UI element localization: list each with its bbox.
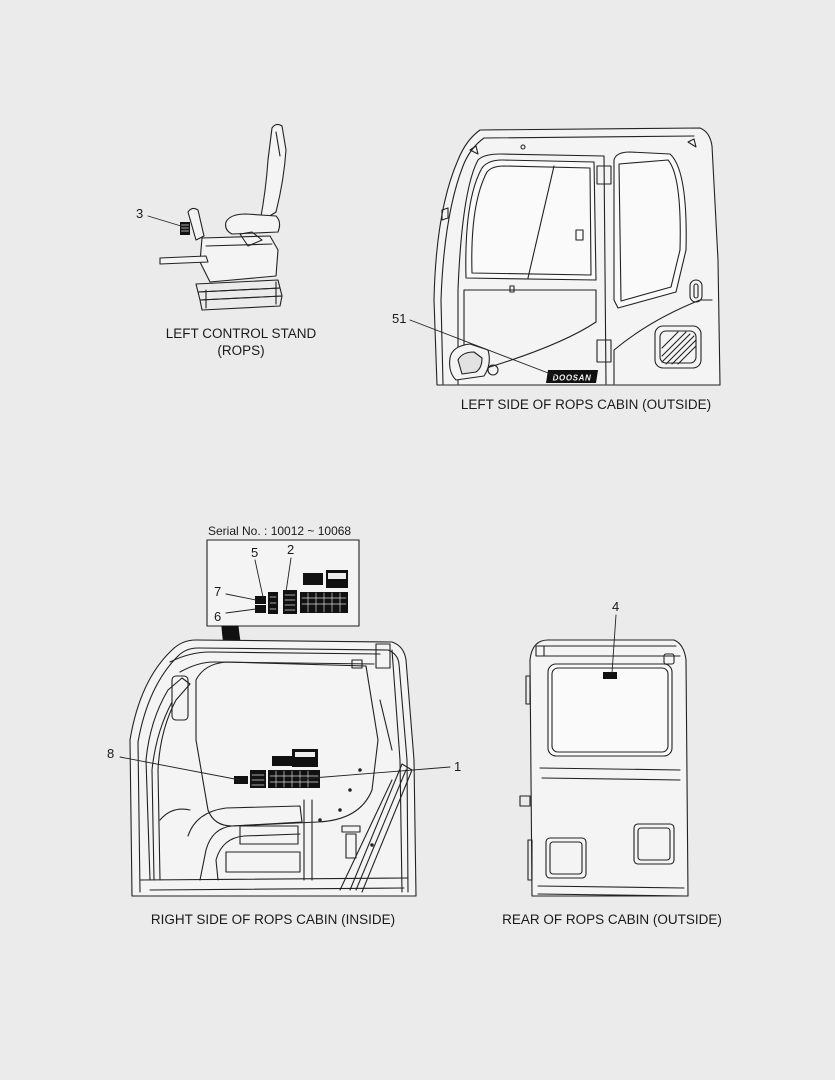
callout-4: 4 <box>612 599 620 614</box>
callout-1: 1 <box>454 759 462 774</box>
caption-right-side-cabin: RIGHT SIDE OF ROPS CABIN (INSIDE) <box>150 912 396 927</box>
caption-rear-cabin: REAR OF ROPS CABIN (OUTSIDE) <box>502 912 722 927</box>
caption-left-control-stand-line1: LEFT CONTROL STAND <box>165 326 317 341</box>
serial-number-label: Serial No. : 10012 ~ 10068 <box>208 524 352 538</box>
callout-7: 7 <box>214 584 222 599</box>
right-side-cabin-drawing <box>129 639 417 897</box>
caption-left-control-stand-line2: (ROPS) <box>217 343 265 358</box>
callout-6: 6 <box>214 609 222 624</box>
callout-8: 8 <box>107 746 115 761</box>
left-side-cabin-drawing: DOOSAN <box>433 127 721 386</box>
doosan-logo-text: DOOSAN <box>553 374 592 383</box>
callout-2: 2 <box>287 542 295 557</box>
caption-left-control-stand: LEFT CONTROL STAND (ROPS) <box>150 325 332 359</box>
left-control-stand-drawing <box>159 123 287 311</box>
callout-5: 5 <box>251 545 259 560</box>
detail-inset-box <box>206 539 360 627</box>
callout-3: 3 <box>136 206 144 221</box>
callout-51: 51 <box>392 311 407 326</box>
rear-cabin-drawing <box>519 639 689 897</box>
leader-lines <box>119 215 617 781</box>
caption-left-side-cabin: LEFT SIDE OF ROPS CABIN (OUTSIDE) <box>460 397 712 412</box>
